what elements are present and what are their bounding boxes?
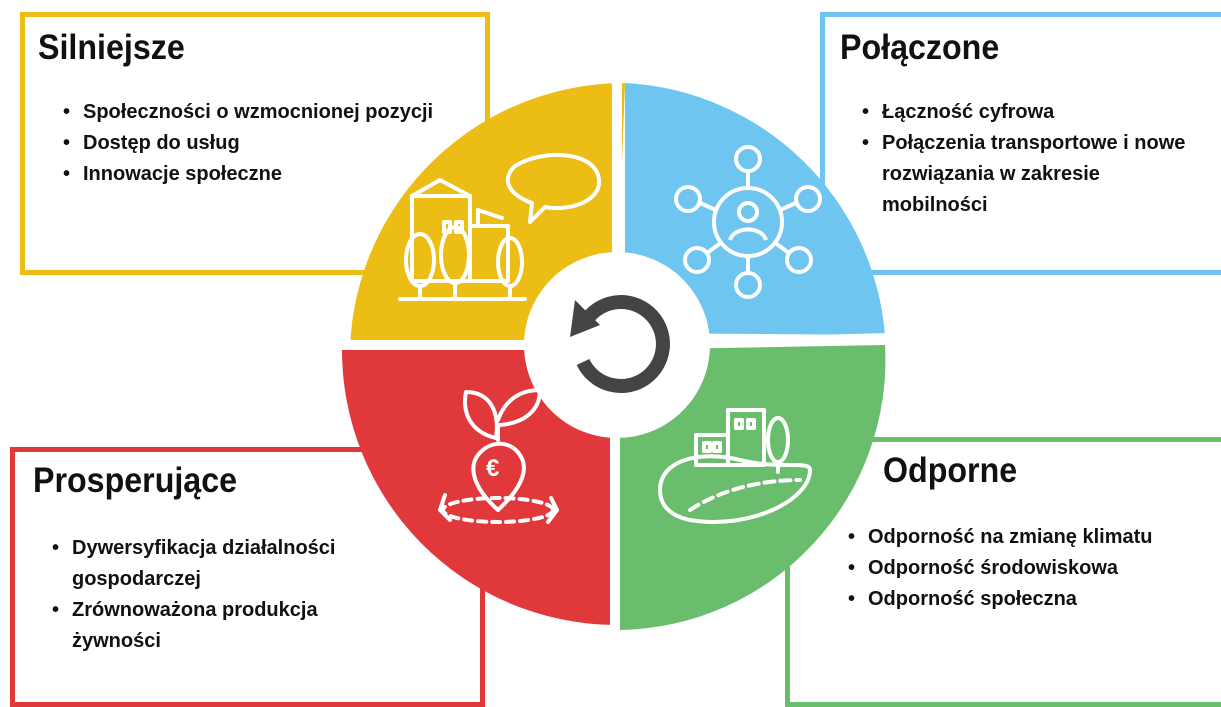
network-people-icon bbox=[674, 145, 822, 299]
list-item: Połączenia transportowe i nowe rozwiązan… bbox=[862, 128, 1202, 221]
section-box-polaczone bbox=[820, 12, 1221, 275]
list-item: Łączność cyfrowa bbox=[862, 97, 1202, 128]
section-title-prosperujace: Prosperujące bbox=[33, 461, 238, 500]
cycle-arrow-head bbox=[570, 300, 600, 337]
cycle-arrow-icon bbox=[576, 295, 670, 394]
list-item: Zrównoważona produkcja żywności bbox=[52, 595, 412, 657]
section-title-odporne: Odporne bbox=[883, 451, 1018, 490]
euro-sprout-pin-icon: € bbox=[438, 388, 559, 524]
cycle-wheel: € bbox=[341, 82, 886, 630]
section-list-odporne: Odporność na zmianę klimatu Odporność śr… bbox=[848, 522, 1178, 615]
village-speech-bubble-icon bbox=[398, 152, 602, 301]
list-item: Dywersyfikacja działalności gospodarczej bbox=[52, 533, 412, 595]
list-item: Odporność społeczna bbox=[848, 584, 1178, 615]
list-item: Społeczności o wzmocnionej pozycji bbox=[63, 97, 463, 128]
list-item: Innowacje społeczne bbox=[63, 159, 463, 190]
list-item: Dostęp do usług bbox=[63, 128, 463, 159]
section-title-polaczone: Połączone bbox=[840, 28, 1000, 67]
city-hill-icon bbox=[658, 408, 812, 524]
wheel-quadrant-green bbox=[615, 345, 886, 630]
list-item: Odporność środowiskowa bbox=[848, 553, 1178, 584]
section-list-prosperujace: Dywersyfikacja działalności gospodarczej… bbox=[52, 533, 412, 657]
list-item: Odporność na zmianę klimatu bbox=[848, 522, 1178, 553]
svg-text:€: € bbox=[486, 455, 499, 482]
section-title-silniejsze: Silniejsze bbox=[38, 28, 185, 67]
section-list-polaczone: Łączność cyfrowa Połączenia transportowe… bbox=[862, 97, 1202, 221]
section-list-silniejsze: Społeczności o wzmocnionej pozycji Dostę… bbox=[63, 97, 463, 190]
